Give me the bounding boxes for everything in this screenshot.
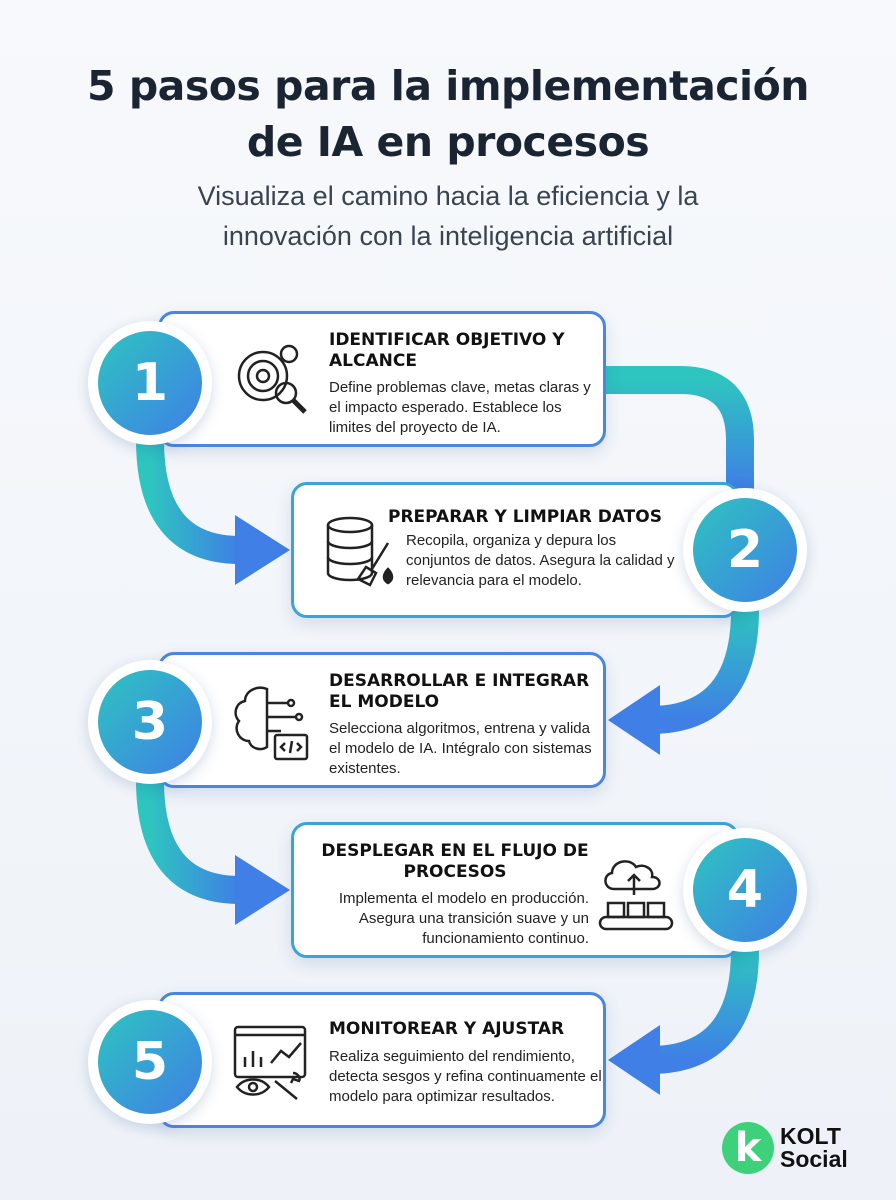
step-number-badge: 4 [683, 828, 807, 952]
page-subtitle: Visualiza el camino hacia la eficiencia … [0, 176, 896, 256]
arrow-1-2 [136, 439, 241, 564]
step-title: DESARROLLAR E INTEGRAR EL MODELO [329, 671, 590, 712]
logo-line: Social [780, 1146, 848, 1172]
step-number: 2 [693, 498, 797, 602]
step-description: Selecciona algoritmos, entrena y valida … [329, 720, 592, 777]
step-number: 1 [98, 331, 202, 435]
logo-line: KOLT [780, 1123, 841, 1149]
step-card-3: DESARROLLAR E INTEGRAR EL MODELO Selecci… [158, 652, 606, 788]
step-card-2: PREPARAR Y LIMPIAR DATOS Recopila, organ… [291, 482, 739, 618]
arrow-3-4 [136, 779, 241, 904]
step-number-badge: 2 [683, 488, 807, 612]
step-title: PREPARAR Y LIMPIAR DATOS [388, 507, 662, 527]
step-card-5: MONITOREAR Y AJUSTAR Realiza seguimiento… [158, 992, 606, 1128]
step-description: Implementa el modelo en producción. Aseg… [338, 890, 589, 947]
step-description: Realiza seguimiento del rendimiento, det… [329, 1048, 602, 1105]
target-gear-magnifier-icon [237, 344, 307, 414]
step-number-badge: 5 [88, 1000, 212, 1124]
arrow-2-3 [649, 609, 759, 734]
arrowhead [608, 685, 660, 755]
page-title: 5 pasos para la implementación de IA en p… [0, 58, 896, 170]
arrow-1-2a [600, 366, 754, 490]
title-line: de IA en procesos [246, 118, 650, 166]
step-card-4: DESPLEGAR EN EL FLUJO DE PROCESOS Implem… [291, 822, 739, 958]
arrowhead [235, 855, 290, 925]
dashboard-eye-wrench-icon [233, 1025, 307, 1100]
subtitle-line: innovación con la inteligencia artificia… [222, 221, 674, 251]
database-brush-icon [326, 516, 394, 587]
brain-code-icon [234, 686, 309, 761]
step-title: DESPLEGAR EN EL FLUJO DE PROCESOS [321, 841, 589, 882]
cloud-conveyor-icon [598, 860, 674, 931]
step-number-badge: 3 [88, 660, 212, 784]
logo-mark: k [722, 1122, 774, 1174]
step-number: 4 [693, 838, 797, 942]
step-number: 5 [98, 1010, 202, 1114]
arrowhead [235, 515, 290, 585]
arrow-4-5 [649, 949, 759, 1074]
subtitle-line: Visualiza el camino hacia la eficiencia … [197, 181, 699, 211]
step-description: Define problemas clave, metas claras y e… [329, 379, 591, 436]
step-number-badge: 1 [88, 321, 212, 445]
step-description: Recopila, organiza y depura los conjunto… [406, 532, 675, 589]
step-title: IDENTIFICAR OBJETIVO Y ALCANCE [329, 330, 565, 371]
step-number: 3 [98, 670, 202, 774]
title-line: 5 pasos para la implementación [87, 62, 809, 110]
arrowhead [608, 1025, 660, 1095]
step-card-1: IDENTIFICAR OBJETIVO Y ALCANCE Define pr… [158, 311, 606, 447]
step-title: MONITOREAR Y AJUSTAR [329, 1019, 565, 1039]
